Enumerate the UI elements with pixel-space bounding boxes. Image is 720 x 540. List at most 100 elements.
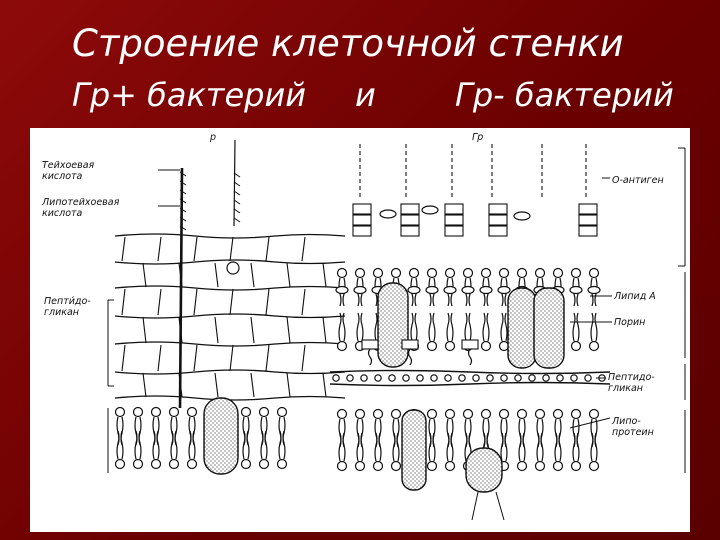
gp-peptidoglycan-strand bbox=[114, 369, 346, 375]
gn-inner-membrane-lipid-head-top bbox=[588, 408, 600, 420]
gp-membrane-lipid-head-bottom bbox=[186, 458, 198, 470]
gn-inner-membrane-lipid-head-top bbox=[570, 408, 582, 420]
gp-peptidoglycan-crosslink bbox=[214, 372, 219, 398]
gn-outer-membrane-lipid-tail bbox=[464, 277, 468, 307]
gp-peptidoglycan-crosslink bbox=[157, 236, 162, 262]
gn-o-antigen-sugar bbox=[488, 214, 508, 226]
gp-peptidoglycan-strand bbox=[114, 285, 346, 291]
gp-peptidoglycan-crosslink bbox=[121, 236, 126, 262]
gn-outer-membrane-lipid-head-bottom bbox=[444, 340, 456, 352]
gn-inner-membrane-lipid-head-top bbox=[480, 408, 492, 420]
gn-lipoprotein-link bbox=[467, 348, 473, 366]
gn-lipid-a bbox=[461, 285, 475, 295]
gn-outer-membrane-lipid-head-bottom bbox=[588, 340, 600, 352]
gn-inner-membrane-lipid-tail bbox=[504, 432, 508, 462]
gn-peptidoglycan-unit bbox=[346, 374, 354, 382]
gp-membrane-lipid-tail bbox=[192, 430, 196, 460]
gp-lipoteichoic-acid-chain bbox=[178, 167, 184, 409]
gn-outer-membrane-lipid-tail bbox=[482, 312, 486, 342]
gn-lipoprotein-anchor bbox=[461, 339, 479, 350]
gn-inner-membrane-lipid-tail bbox=[432, 432, 436, 462]
gp-lipoteichoic-tick bbox=[179, 180, 187, 186]
subtitle-gram-positive: Гр+ бактерий bbox=[72, 76, 307, 114]
gn-inner-membrane-lipid-tail bbox=[360, 432, 364, 462]
gn-inner-membrane-lipid-tail bbox=[518, 432, 522, 462]
gp-peptidoglycan-strand bbox=[114, 259, 346, 265]
gn-outer-membrane-lipid-tail bbox=[486, 312, 490, 342]
gp-peptidoglycan-crosslink bbox=[157, 288, 162, 316]
gp-peptidoglycan-crosslink bbox=[142, 262, 147, 288]
gn-o-antigen-sugar bbox=[578, 214, 598, 226]
gn-outer-membrane-lipid-tail bbox=[482, 277, 486, 307]
gn-outer-membrane-lipid-tail bbox=[446, 312, 450, 342]
gn-peptidoglycan-unit bbox=[360, 374, 368, 382]
gp-peptidoglycan-crosslink bbox=[301, 344, 306, 372]
gp-peptidoglycan-strand bbox=[114, 233, 346, 239]
gn-inner-membrane-lipid-tail bbox=[446, 432, 450, 462]
gn-inner-membrane-lipid-tail bbox=[396, 432, 400, 462]
gn-inner-membrane-lipid-head-top bbox=[426, 408, 438, 420]
gn-outer-membrane-lipid-head-top bbox=[354, 267, 366, 279]
gn-outer-membrane-lipid-tail bbox=[576, 312, 580, 342]
gp-membrane-lipid-tail bbox=[174, 430, 178, 460]
gn-inner-membrane-lipid-head-bottom bbox=[336, 460, 348, 472]
label-gp-peptidoglycan-2: гликан bbox=[44, 307, 79, 318]
gram-positive-wall bbox=[107, 139, 346, 475]
gn-inner-membrane-lipid-head-bottom bbox=[516, 460, 528, 472]
gn-peptidoglycan-unit bbox=[374, 374, 382, 382]
gn-inner-membrane-lipid-tail bbox=[342, 432, 346, 462]
gn-outer-membrane-lipid-tail bbox=[428, 312, 432, 342]
gp-teichoic-acid-tick bbox=[233, 199, 241, 205]
gn-inner-membrane-lipid-head-bottom bbox=[570, 460, 582, 472]
gn-o-antigen-sugar bbox=[352, 203, 372, 215]
gn-inner-membrane-lipid-tail bbox=[428, 432, 432, 462]
gp-peptidoglycan-crosslink bbox=[193, 344, 198, 372]
gn-lipid-a bbox=[587, 285, 601, 295]
gn-outer-membrane-lipid-head-top bbox=[588, 267, 600, 279]
gn-inner-membrane-lipid-tail bbox=[374, 432, 378, 462]
gn-lipoprotein-link bbox=[367, 348, 373, 366]
gp-membrane-lipid-head-bottom bbox=[240, 458, 252, 470]
gn-porin bbox=[377, 282, 409, 368]
gn-top-label: Гр bbox=[472, 132, 483, 143]
gp-peptidoglycan-crosslink bbox=[121, 344, 126, 372]
gn-outer-membrane-lipid-head-top bbox=[444, 267, 456, 279]
gn-outer-membrane-lipid-tail bbox=[360, 312, 364, 342]
gp-peptidoglycan-crosslink bbox=[286, 316, 291, 344]
label-teichoic-acid-1: Тейхоевая bbox=[42, 160, 95, 171]
gn-lipid-a bbox=[353, 285, 367, 295]
gp-teichoic-acid-tick bbox=[233, 208, 241, 214]
gn-o-antigen-sugar bbox=[352, 214, 372, 226]
gp-peptidoglycan-crosslink bbox=[265, 236, 270, 262]
gn-outer-membrane-lipid-head-top bbox=[534, 267, 546, 279]
gn-protein-pointer bbox=[471, 491, 479, 521]
label-gp-peptidoglycan-1: Пепти́до- bbox=[44, 296, 91, 307]
gn-peptidoglycan-unit bbox=[388, 374, 396, 382]
gp-peptidoglycan-crosslink bbox=[265, 288, 270, 316]
gn-lipid-a bbox=[497, 285, 511, 295]
gn-outer-membrane-lipid-tail bbox=[572, 277, 576, 307]
gn-outer-membrane-lipid-tail bbox=[356, 277, 360, 307]
gp-membrane-lipid-head-top bbox=[186, 406, 198, 418]
gram-negative-wall bbox=[329, 144, 686, 521]
gn-peptidoglycan-strand bbox=[329, 381, 611, 387]
cell-wall-diagram: р Тейхоевая кислота Липотейхоевая кислот… bbox=[41, 132, 686, 521]
gn-outer-membrane-lipid-tail bbox=[504, 277, 508, 307]
gn-inner-membrane-lipid-tail bbox=[356, 432, 360, 462]
gn-o-antigen-sugar bbox=[578, 225, 598, 237]
gp-peptidoglycan-crosslink bbox=[322, 372, 327, 398]
gn-outer-membrane-lipid-tail bbox=[338, 312, 342, 342]
gn-lipoprotein-link bbox=[407, 348, 413, 366]
gn-inner-membrane-lipid-head-top bbox=[372, 408, 384, 420]
gn-lipoprotein-anchor bbox=[401, 339, 419, 350]
gp-membrane-lipid-head-top bbox=[132, 406, 144, 418]
gp-teichoic-acid-chain bbox=[233, 139, 236, 227]
gp-peptidoglycan-crosslink bbox=[229, 236, 234, 262]
gn-lipid-a bbox=[479, 285, 493, 295]
gn-core-sugar bbox=[421, 205, 439, 215]
gp-peptidoglycan-crosslink bbox=[229, 344, 234, 372]
gn-outer-membrane-lipid-head-top bbox=[390, 267, 402, 279]
gn-peptidoglycan-unit bbox=[570, 374, 578, 382]
gp-lipoteichoic-tick bbox=[179, 207, 187, 213]
gp-membrane-lipid-tail bbox=[246, 430, 250, 460]
